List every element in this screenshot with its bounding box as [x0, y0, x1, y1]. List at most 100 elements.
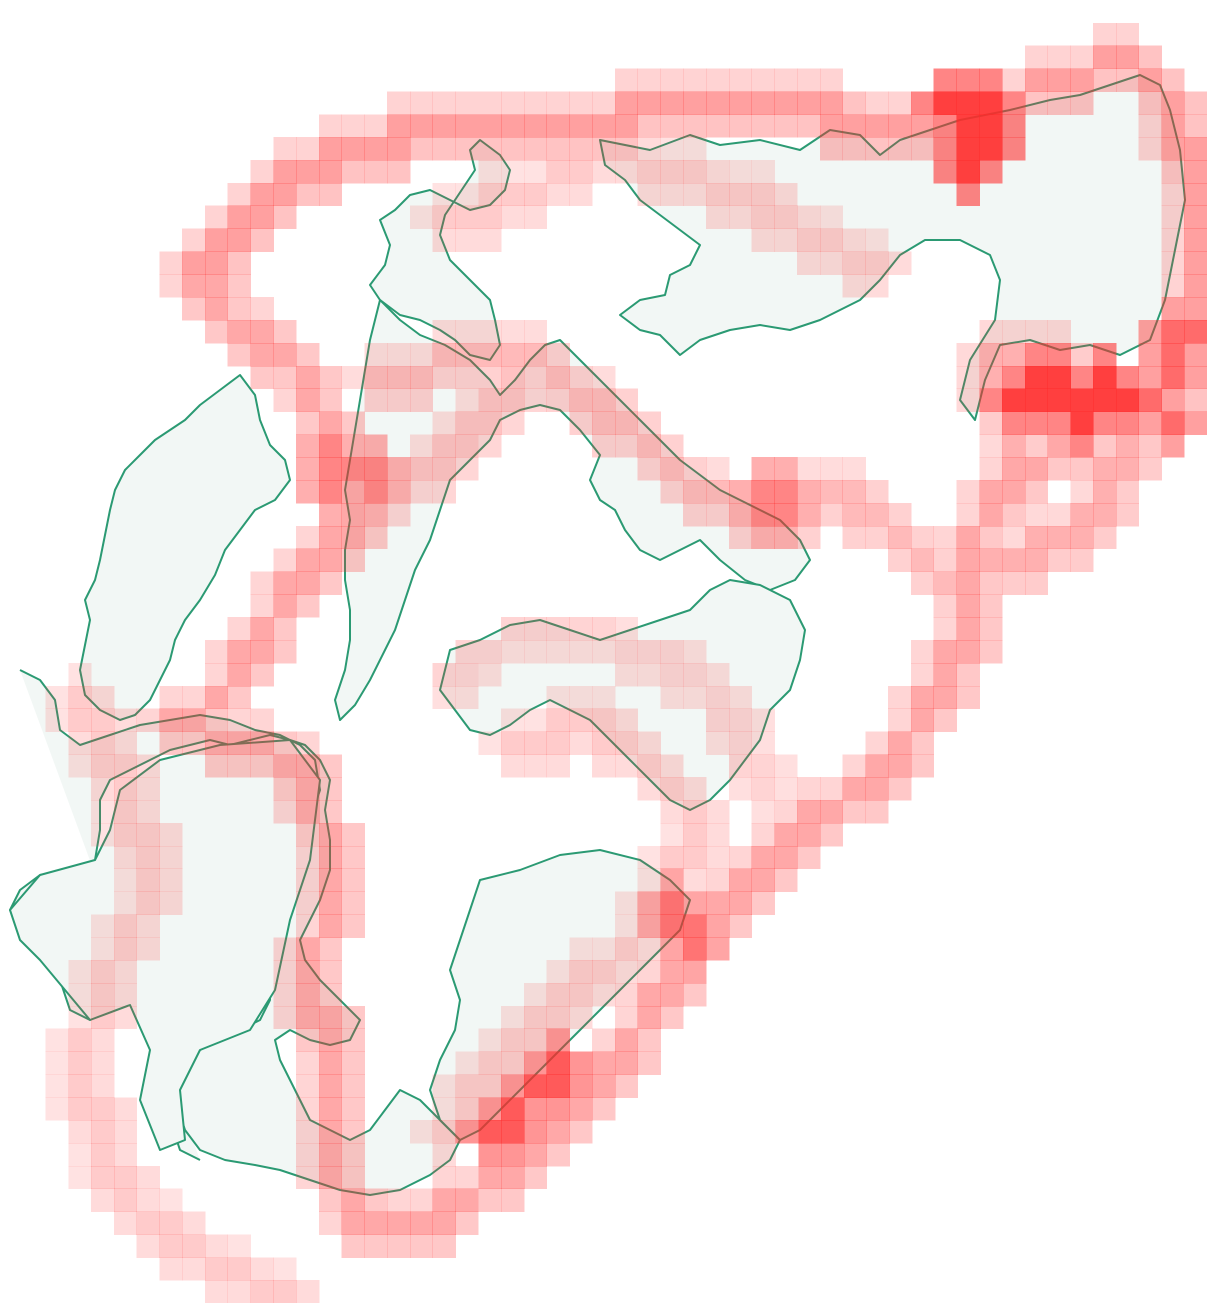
heat-cell: [979, 137, 1003, 161]
heat-cell: [273, 937, 297, 961]
heat-cell: [751, 480, 775, 504]
heat-cell: [455, 411, 479, 435]
heat-cell: [592, 411, 616, 435]
heat-cell: [683, 160, 707, 184]
heat-cell: [91, 800, 115, 824]
heat-cell: [1138, 91, 1162, 115]
heat-cell: [956, 68, 980, 92]
heat-cell: [432, 1165, 456, 1190]
heat-cell: [318, 1074, 343, 1098]
heat-cell: [296, 594, 320, 618]
heat-cell: [819, 822, 844, 847]
heat-cell: [728, 114, 753, 138]
heat-cell: [478, 91, 502, 115]
heat-cell: [592, 114, 616, 138]
heat-cell: [136, 845, 160, 870]
heat-cell: [1002, 68, 1026, 92]
heat-cell: [751, 91, 775, 115]
heat-cell: [592, 1028, 616, 1053]
heat-cell: [113, 754, 138, 778]
heat-cell: [341, 1234, 365, 1258]
heat-cell: [250, 640, 274, 664]
heat-cell: [1024, 342, 1049, 367]
heat-cell: [592, 434, 616, 458]
heat-cell: [68, 960, 92, 984]
heat-cell: [546, 731, 570, 755]
heat-cell: [227, 205, 252, 230]
heat-cell: [273, 960, 297, 984]
heat-cell: [797, 777, 821, 801]
heat-cell: [341, 411, 365, 435]
heat-cell: [204, 1257, 229, 1281]
heat-cell: [318, 137, 343, 161]
heat-cell: [250, 571, 274, 595]
heat-cell: [660, 914, 684, 938]
heat-cell: [1024, 365, 1049, 390]
heat-cell: [1161, 137, 1185, 161]
heat-cell: [819, 205, 844, 230]
heat-cell: [113, 822, 138, 847]
heat-cell: [1115, 502, 1140, 527]
heat-cell: [592, 1051, 616, 1075]
heat-cell: [273, 640, 297, 664]
heat-cell: [273, 365, 297, 390]
heat-cell: [409, 1120, 434, 1144]
heat-cell: [637, 68, 661, 92]
heat-cell: [546, 960, 570, 984]
heat-cell: [1002, 365, 1026, 390]
heat-cell: [501, 640, 525, 664]
heat-cell: [501, 1142, 525, 1167]
heat-cell: [660, 777, 684, 801]
heat-cell: [296, 822, 320, 847]
heat-cell: [227, 731, 252, 755]
heat-cell: [956, 182, 980, 207]
heat-cell: [1093, 68, 1117, 92]
heat-cell: [478, 182, 502, 207]
heat-cell: [318, 457, 343, 481]
heat-cell: [569, 982, 593, 1007]
western-island: [79, 374, 291, 721]
heat-cell: [1138, 434, 1162, 458]
heat-cell: [614, 731, 639, 755]
heat-cell: [979, 571, 1003, 595]
heat-cell: [341, 845, 365, 870]
heat-cell: [956, 365, 980, 390]
heat-cell: [227, 297, 252, 321]
heat-cell: [956, 114, 980, 138]
heat-cell: [819, 800, 844, 824]
heat-cell: [933, 160, 957, 184]
heat-cell: [1002, 548, 1026, 572]
heat-cell: [204, 731, 229, 755]
heat-cell: [614, 388, 639, 412]
heat-cell: [409, 457, 434, 481]
heat-cell: [159, 1234, 183, 1258]
heat-cell: [113, 1097, 138, 1121]
heat-cell: [865, 137, 889, 161]
heat-cell: [660, 160, 684, 184]
heat-cell: [865, 114, 889, 138]
heat-cell: [660, 662, 684, 687]
heat-cell: [797, 822, 821, 847]
heat-cell: [546, 982, 570, 1007]
heat-cell: [592, 754, 616, 778]
heat-cell: [296, 480, 320, 504]
heat-cell: [455, 342, 479, 367]
heat-cell: [296, 1051, 320, 1075]
heat-cell: [455, 662, 479, 687]
heat-cell: [865, 502, 889, 527]
heat-cell: [592, 708, 616, 733]
heat-cell: [387, 1188, 411, 1213]
heat-cell: [660, 960, 684, 984]
heat-cell: [318, 845, 343, 870]
heat-cell: [683, 891, 707, 915]
heat-cell: [683, 845, 707, 870]
heat-cell: [888, 685, 912, 710]
heat-cell: [592, 731, 616, 755]
heat-cell: [979, 365, 1003, 390]
heat-cell: [1002, 502, 1026, 527]
heat-cell: [1184, 137, 1207, 161]
heat-cell: [774, 457, 798, 481]
heat-cell: [569, 365, 593, 390]
heat-cell: [1184, 365, 1207, 390]
heat-cell: [1047, 388, 1071, 412]
